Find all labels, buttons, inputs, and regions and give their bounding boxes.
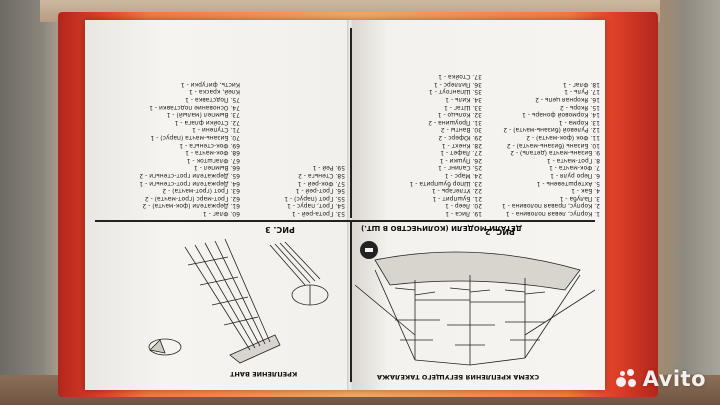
parts-list-item: 11. Фок (фок-мачта) - 2 xyxy=(526,134,600,142)
parts-list-item: 19. Лиса - 1 xyxy=(445,210,482,217)
ship-rigging-diagram xyxy=(355,241,595,366)
column-divider-line xyxy=(350,28,352,218)
parts-list-item: 33. Штаг - 1 xyxy=(444,103,482,111)
figure-divider-line xyxy=(350,220,352,382)
parts-list-item: 34. Киль - 1 xyxy=(445,96,482,104)
section-divider-line xyxy=(95,220,595,222)
parts-list-item: 67. Флагшток - 1 xyxy=(186,156,240,164)
parts-list-item: 61. Держатели (фок-мачта) - 2 xyxy=(142,202,240,210)
parts-list-item: 8. Грот-мачта - 1 xyxy=(546,156,600,164)
parts-list-item: 3. Палуба - 1 xyxy=(559,194,600,202)
parts-list-item: 60. Флаг - 1 xyxy=(202,210,240,217)
parts-list-item: 65. Держатели грот-стеньги - 2 xyxy=(139,172,240,180)
parts-list-item: 75. Подставка - 1 xyxy=(185,96,240,104)
instruction-sheet-right-page xyxy=(350,20,605,390)
parts-list-item: 74. Основание подставки - 1 xyxy=(149,103,240,111)
parts-list-item: 27. Лафет - 1 xyxy=(440,149,482,157)
parts-list-item: 57. Фок-рей - 1 xyxy=(297,179,345,187)
parts-list-item: 55. Грот (парус) - 1 xyxy=(284,194,345,202)
parts-list-item: 62. Грот-марс (грот-мачта) - 2 xyxy=(144,194,240,202)
parts-list-item: 16. Якорная цепь - 2 xyxy=(535,96,600,104)
parts-list-item: 71. Ступени - 1 xyxy=(192,126,240,134)
parts-list-item: 68. Фок-мачта - 1 xyxy=(185,149,240,157)
parts-list-item: 17. Руль - 1 xyxy=(564,88,600,96)
parts-list-item: 29. Юферс - 2 xyxy=(438,134,482,142)
parts-list-item: 56. Грот-рей - 1 xyxy=(295,187,345,195)
parts-list-item: 18. Флаг - 1 xyxy=(562,80,600,88)
parts-list-item: 13. Корма - 1 xyxy=(558,118,600,126)
parts-list-item: Клей, краска - 1 xyxy=(188,88,240,96)
parts-list-item: 64. Держатели грот-стеньги - 1 xyxy=(139,179,240,187)
parts-list-item: 5. Ахтерштевень - 1 xyxy=(536,179,600,187)
parts-list-item: 37. Стойка - 1 xyxy=(438,73,482,81)
parts-list-item: 12. Рулевой (бизань-мачта) - 2 xyxy=(503,126,600,134)
parts-list-item: 72. Стойки флага - 1 xyxy=(174,118,240,126)
parts-list-item: 59. Рей - 1 xyxy=(312,164,345,172)
parts-list-item: 69. Фок-стеньга - 1 xyxy=(179,141,240,149)
parts-list-item: 25. Салинг - 1 xyxy=(438,164,482,172)
parts-list-item: 58. Стеньга - 2 xyxy=(298,172,345,180)
avito-watermark-text: Avito xyxy=(642,367,706,391)
parts-list-item: 10. Бизань (бизань-мачта) - 2 xyxy=(506,141,600,149)
parts-list-item: 7. Фок-мачта - 1 xyxy=(549,164,600,172)
parts-list-item: 20. Леер - 1 xyxy=(445,202,482,210)
parts-list-item: 15. Якорь - 2 xyxy=(559,103,600,111)
parts-list-item: 22. Утлегарь - 1 xyxy=(431,187,482,195)
parts-list-item: 31. Проушина - 2 xyxy=(428,118,482,126)
parts-list-item: 63. Грот (грот-мачта) - 2 xyxy=(162,187,240,195)
instruction-sheet-left-page xyxy=(85,20,350,390)
parts-list-item: Кисть, фигурки - 1 xyxy=(180,80,240,88)
parts-list-item: 6. Перо руля - 1 xyxy=(550,172,600,180)
parts-list-item: 26. Пушки - 1 xyxy=(439,156,482,164)
parts-list-item: 70. Бизань-мачта (парус) - 1 xyxy=(150,134,240,142)
parts-list-item: 1. Корпус, левая половина - 1 xyxy=(505,210,600,217)
figure-3-label: РИС. 3 xyxy=(265,225,295,234)
parts-list-item: 30. Ванты - 2 xyxy=(440,126,482,134)
parts-list-item: 35. Шпангоут - 1 xyxy=(428,88,482,96)
parts-list-item: 14. Кормовой фонарь - 1 xyxy=(522,111,600,119)
parts-list-item: 32. Кольцо - 1 xyxy=(437,111,482,119)
avito-watermark: Avito xyxy=(615,367,706,391)
parts-list-item: 28. Кнехт - 1 xyxy=(441,141,482,149)
parts-list-item: 2. Корпус, правая половина - 1 xyxy=(501,202,600,210)
parts-list-item: 73. Вымпел (малый) - 1 xyxy=(166,111,240,119)
parts-list-item: 53. Грота-рей - 1 xyxy=(291,210,345,217)
parts-list-item: 4. Бак - 1 xyxy=(571,187,600,195)
parts-list-item: 23. Шпор бушприта - 1 xyxy=(409,179,482,187)
parts-list-item: 36. Пиллерс - 1 xyxy=(433,80,482,88)
parts-list-item: 9. Бизань-мачта (деталь) - 2 xyxy=(510,149,600,157)
parts-list-item: 54. Грот, парус - 1 xyxy=(287,202,345,210)
avito-logo-icon xyxy=(615,369,638,389)
parts-list-item: 24. Марс - 1 xyxy=(444,172,482,180)
shroud-attachment-diagram xyxy=(148,238,329,364)
parts-list-item: 66. Вымпел - 1 xyxy=(193,164,240,172)
parts-list-item: 21. Бушприт - 1 xyxy=(432,194,482,202)
running-rigging-caption: СХЕМА КРЕПЛЕНИЯ БЕГУЩЕГО ТАКЕЛАЖА xyxy=(377,373,540,381)
